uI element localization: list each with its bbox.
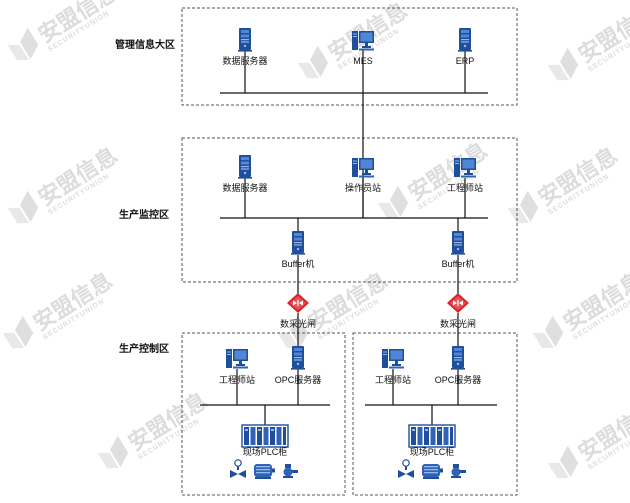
svg-text:安盟信息: 安盟信息	[34, 0, 122, 48]
buffer-right-label: Buffer机	[442, 258, 475, 269]
zone-label-monitoring: 生产监控区	[119, 210, 169, 221]
gate-right-label: 数采光闸	[440, 318, 476, 329]
mon-db-server-label: 数据服务器	[222, 182, 267, 193]
gate-left-label: 数采光闸	[280, 318, 316, 329]
mon-engineer-station-icon	[454, 158, 476, 178]
ctrl-right-opc-server-icon	[451, 346, 465, 370]
ctrl-right-engineer-icon	[382, 349, 404, 369]
monitoring-zone-box	[181, 137, 518, 283]
erp-server-icon	[458, 28, 472, 52]
buffer-left-label: Buffer机	[282, 258, 315, 269]
ctrl-left-opc-server-icon	[291, 346, 305, 370]
ctrl-right-engineer-label: 工程师站	[375, 374, 411, 385]
control-zone-right-box	[352, 332, 518, 496]
ctrl-left-opc-label: OPC服务器	[275, 374, 322, 385]
plc-left-label: 现场PLC柜	[243, 446, 288, 457]
buffer-right-server-icon	[451, 231, 465, 255]
gate-left-icon	[287, 293, 309, 313]
plc-left-cabinet-icon	[241, 424, 289, 448]
gate-right-icon	[447, 293, 469, 313]
plc-right-label: 现场PLC柜	[410, 446, 455, 457]
plc-right-cabinet-icon	[408, 424, 456, 448]
zone-label-control: 生产控制区	[119, 344, 169, 355]
mes-computer-icon	[352, 31, 374, 51]
operator-station-label: 操作员站	[345, 182, 381, 193]
ctrl-left-engineer-icon	[226, 349, 248, 369]
mes-label: MES	[353, 56, 373, 66]
control-zone-left-box	[181, 332, 346, 496]
mon-engineer-station-label: 工程师站	[447, 182, 483, 193]
field-right-devices-icon	[397, 459, 467, 480]
mon-db-server-icon	[238, 155, 252, 179]
ctrl-right-opc-label: OPC服务器	[435, 374, 482, 385]
erp-label: ERP	[456, 56, 475, 66]
operator-station-icon	[352, 158, 374, 178]
zone-label-management: 管理信息大区	[115, 40, 175, 51]
management-zone-box	[181, 7, 518, 106]
watermark: 安盟信息 SECURITYUNION 安盟信息 SECURITYUNION 安盟…	[0, 0, 630, 484]
mgmt-db-server-label: 数据服务器	[222, 55, 267, 66]
ctrl-left-engineer-label: 工程师站	[219, 374, 255, 385]
connection-lines	[200, 50, 497, 425]
mgmt-db-server-icon	[238, 28, 252, 52]
field-left-devices-icon	[229, 459, 299, 480]
buffer-left-server-icon	[291, 231, 305, 255]
